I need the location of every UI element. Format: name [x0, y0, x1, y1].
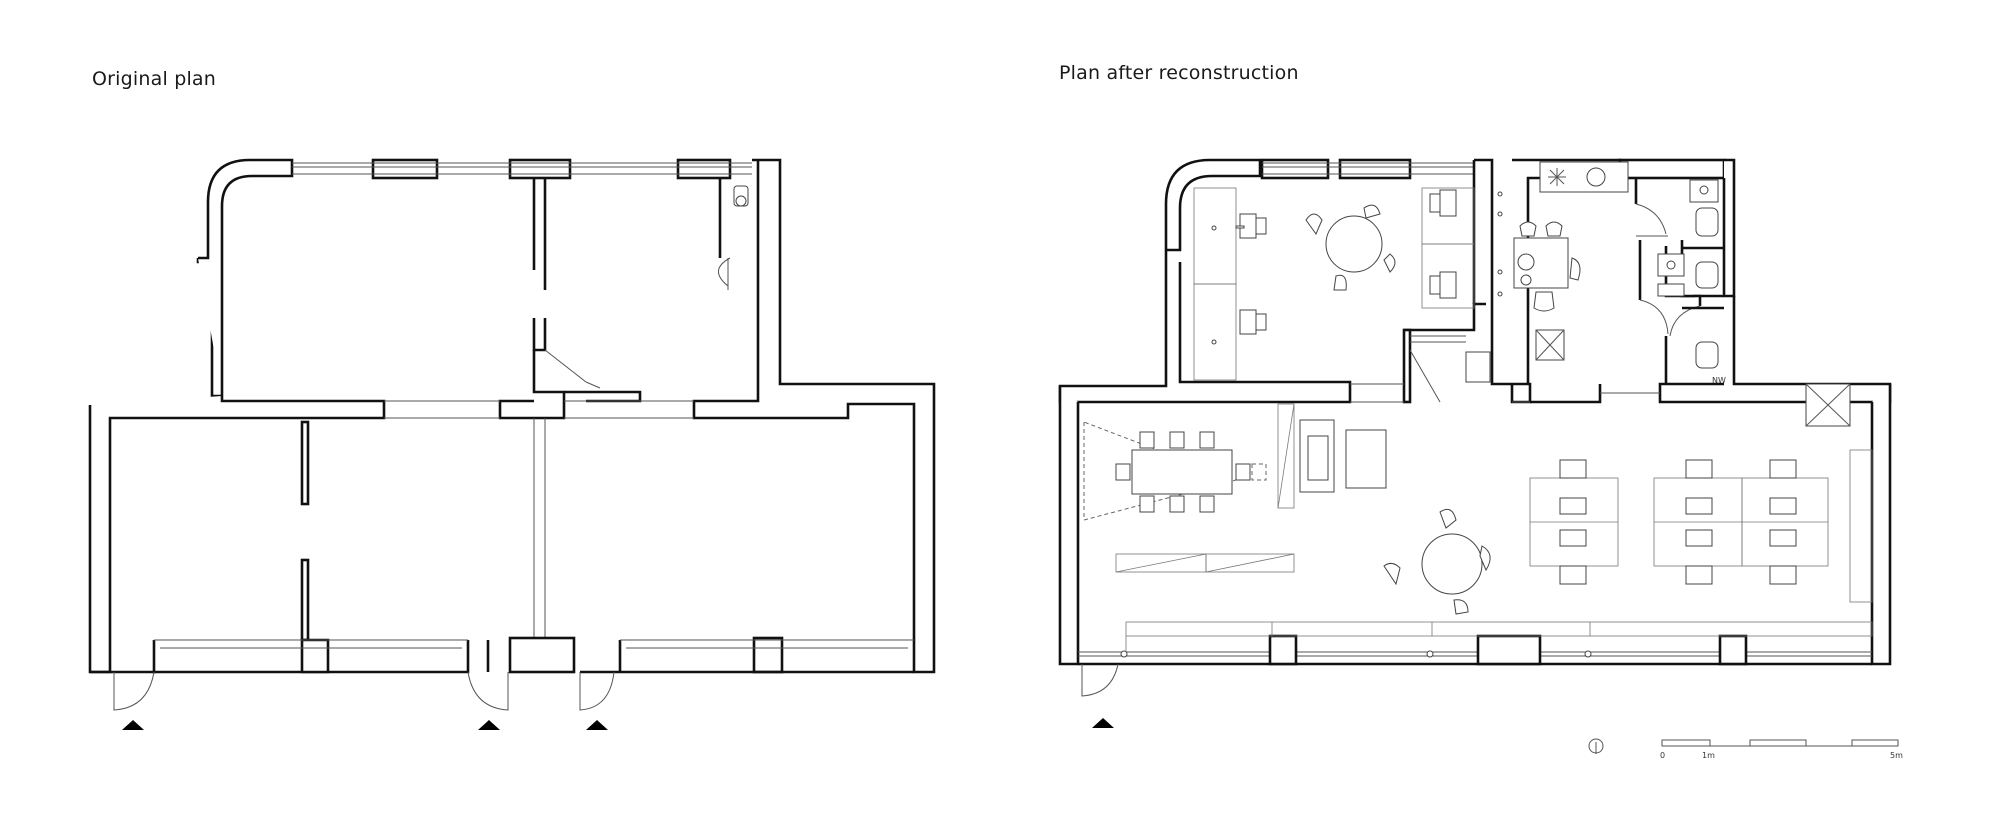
reconstruction-entrance-marker: [1092, 718, 1114, 728]
reconstruction-plan: NW: [1058, 158, 1903, 760]
scale-bar: 0 1m 5m: [1660, 739, 1903, 760]
workstation-cluster-1: [1529, 459, 1619, 585]
reconstruction-furniture: [1083, 187, 1829, 615]
office-chair: [1235, 213, 1267, 239]
reconstruction-walls: NW: [1058, 158, 1892, 697]
original-outer-walls: [88, 158, 936, 711]
north-symbol: [1588, 738, 1604, 754]
original-plan-title: Original plan: [92, 68, 217, 90]
small-label: NW: [1712, 376, 1726, 385]
scale-label-1m: 1m: [1702, 751, 1715, 760]
original-entrance-markers: [122, 720, 608, 730]
scale-label-0: 0: [1660, 751, 1665, 760]
reconstruction-plan-title: Plan after reconstruction: [1059, 62, 1299, 84]
original-plan: [88, 158, 936, 730]
scale-label-5m: 5m: [1890, 751, 1903, 760]
workstation-cluster-2: [1653, 459, 1829, 585]
